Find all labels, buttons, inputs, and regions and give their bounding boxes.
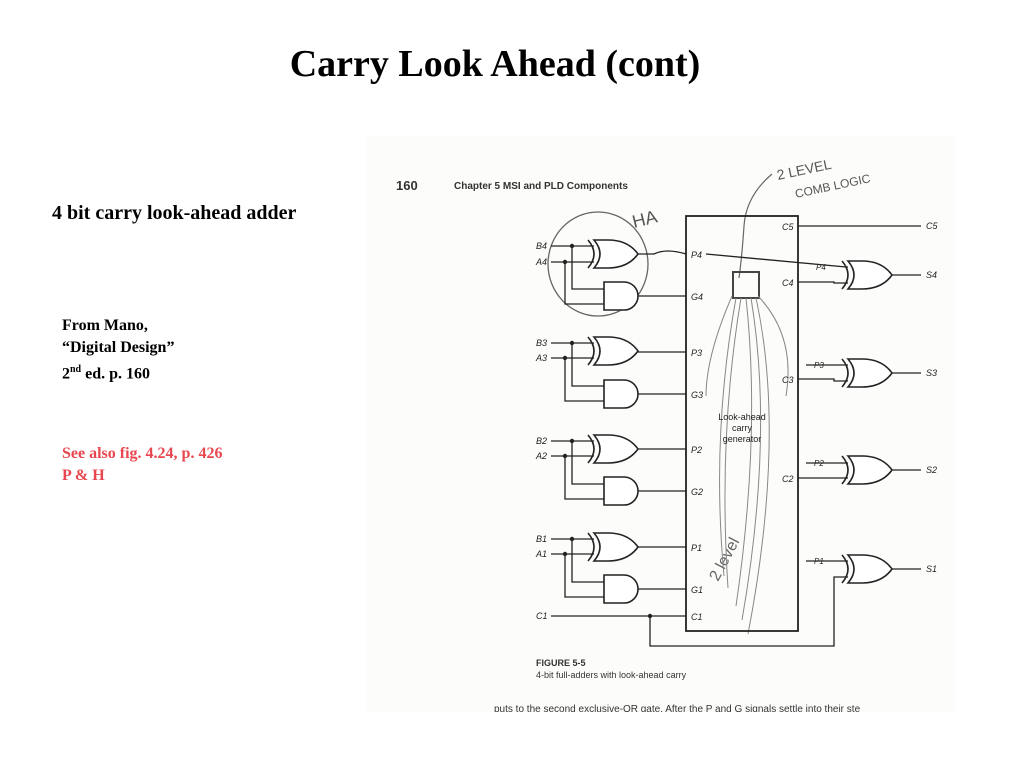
see-also-note: See also fig. 4.24, p. 426 P & H <box>62 443 222 487</box>
credit-line-1: From Mano, <box>62 317 148 334</box>
input-b3: B3 <box>536 338 547 348</box>
output-s3: S3 <box>926 368 937 378</box>
carry-generator-block <box>685 215 799 632</box>
input-c1: C1 <box>536 611 548 621</box>
credit-line-3: 2nd ed. p. 160 <box>62 359 174 385</box>
pin-c1: C1 <box>691 612 703 622</box>
pin-g4: G4 <box>691 292 703 302</box>
gate-label-p4: P4 <box>816 263 826 272</box>
block-label-line-2: carry <box>732 423 752 433</box>
figure-caption-title: FIGURE 5-5 <box>536 658 586 668</box>
pin-c2: C2 <box>782 474 794 484</box>
input-b1: B1 <box>536 534 547 544</box>
slide-subtitle: 4 bit carry look-ahead adder <box>52 202 297 224</box>
pin-p2: P2 <box>691 445 702 455</box>
gate-label-p3: P3 <box>814 361 824 370</box>
input-b2: B2 <box>536 436 547 446</box>
credit-edition-number: 2 <box>62 365 70 383</box>
block-label-line-1: Look-ahead <box>718 412 766 422</box>
pin-c5: C5 <box>782 222 794 232</box>
block-label-line-3: generator <box>723 434 762 444</box>
credit-edition-suffix: nd <box>70 364 82 375</box>
input-a4: A4 <box>535 257 547 267</box>
pin-g2: G2 <box>691 487 703 497</box>
pin-p3: P3 <box>691 348 702 358</box>
and-gate-bit1 <box>603 574 639 604</box>
output-s2: S2 <box>926 465 937 475</box>
wire-junctions <box>562 243 653 619</box>
output-s1: S1 <box>926 564 937 574</box>
handwritten-pointer <box>738 173 773 279</box>
pin-c4: C4 <box>782 278 794 288</box>
see-also-line-2: P & H <box>62 467 105 484</box>
figure-bottom-text: puts to the second exclusive-OR gate. Af… <box>494 704 861 712</box>
input-b4: B4 <box>536 241 547 251</box>
slide-title: Carry Look Ahead (cont) <box>289 43 701 85</box>
source-credit: From Mano, “Digital Design” 2nd ed. p. 1… <box>62 315 174 385</box>
gate-label-p2: P2 <box>814 459 824 468</box>
handwritten-carry-lines <box>705 295 789 635</box>
output-s4: S4 <box>926 270 937 280</box>
pin-c3: C3 <box>782 375 794 385</box>
and-gate-bit2 <box>603 476 639 506</box>
and-gate-bit3 <box>603 379 639 409</box>
pin-p1: P1 <box>691 543 702 553</box>
figure-caption-text: 4-bit full-adders with look-ahead carry <box>536 670 687 680</box>
output-c5: C5 <box>926 221 938 231</box>
page-number: 160 <box>396 178 418 193</box>
credit-line-2: “Digital Design” <box>62 339 175 356</box>
see-also-line-1: See also fig. 4.24, p. 426 <box>62 445 223 462</box>
scanned-figure: 160 Chapter 5 MSI and PLD Components 2 L… <box>366 136 956 712</box>
handwritten-ha-circle <box>547 211 649 317</box>
input-a3: A3 <box>535 353 547 363</box>
and-gate-bit4 <box>603 281 639 311</box>
pin-g1: G1 <box>691 585 703 595</box>
input-a1: A1 <box>535 549 547 559</box>
input-a2: A2 <box>535 451 547 461</box>
gate-label-p1: P1 <box>814 557 824 566</box>
credit-edition-rest: ed. p. 160 <box>81 365 151 383</box>
pin-p4: P4 <box>691 250 702 260</box>
pin-g3: G3 <box>691 390 703 400</box>
chapter-heading: Chapter 5 MSI and PLD Components <box>454 181 628 192</box>
